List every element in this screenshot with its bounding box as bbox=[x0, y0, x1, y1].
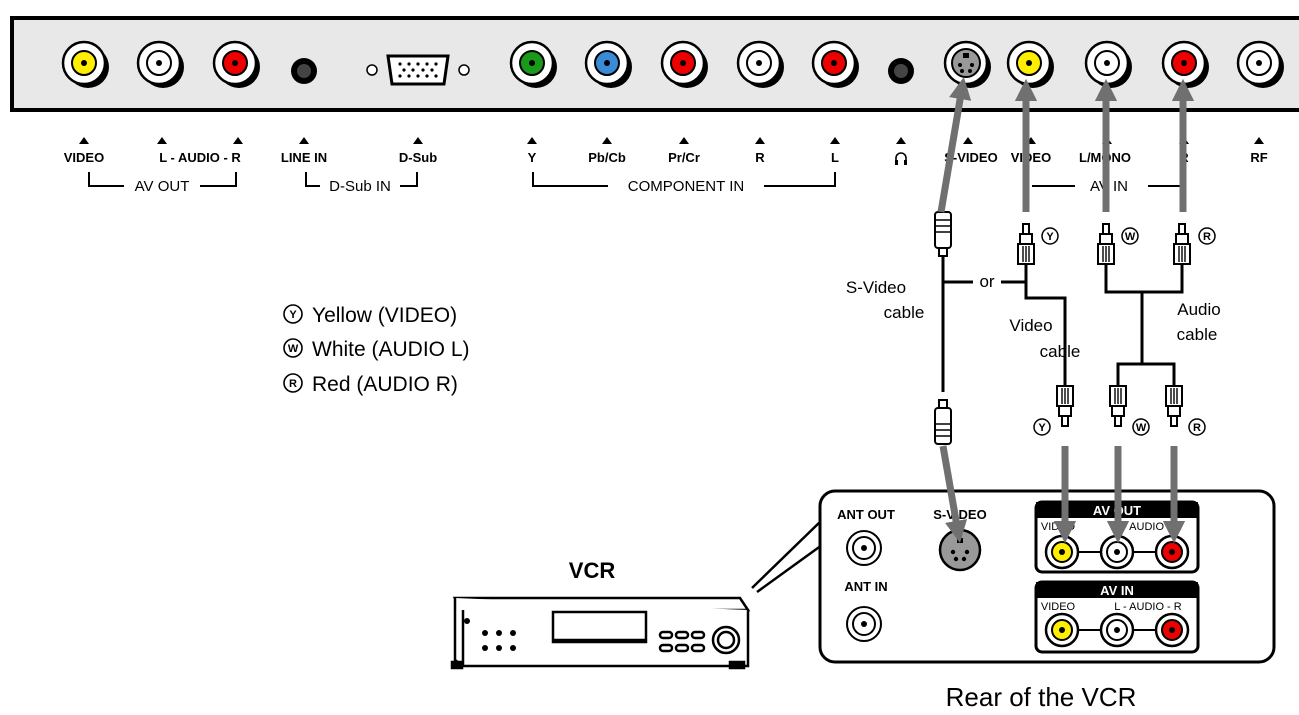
svg-text:W: W bbox=[288, 343, 299, 355]
vcr-jack-av-in-video[interactable] bbox=[1044, 612, 1080, 648]
legend-yellow-marker: Y bbox=[283, 304, 303, 324]
vcr-label-svideo: S-VIDEO bbox=[933, 507, 986, 522]
group-brackets bbox=[88, 172, 1185, 187]
vcr-label-ant-out: ANT OUT bbox=[837, 507, 895, 522]
label-l: L bbox=[831, 150, 839, 165]
or-label: or bbox=[979, 272, 994, 291]
arrow-svideo-to-tv bbox=[937, 76, 972, 213]
svideo-cable-label-1: S-Video bbox=[846, 278, 906, 297]
label-y: Y bbox=[528, 150, 537, 165]
vcr-jack-av-out-video[interactable] bbox=[1044, 534, 1080, 570]
vcr-jack-av-in-audio-l[interactable] bbox=[1099, 612, 1135, 648]
legend-red-marker: R bbox=[283, 373, 303, 393]
vcr-av-in-video: VIDEO bbox=[1041, 601, 1076, 613]
audio-cable-label-2: cable bbox=[1177, 325, 1218, 344]
audio-cable-label-1: Audio bbox=[1177, 300, 1220, 319]
or-label-bg bbox=[973, 271, 1001, 291]
group-dsub-in: D-Sub IN bbox=[329, 178, 391, 195]
tv-rear-panel bbox=[10, 16, 1299, 112]
vcr-jack-av-in-audio-r[interactable] bbox=[1154, 612, 1190, 648]
signal-arrows bbox=[937, 76, 1195, 544]
svideo-plug-top bbox=[934, 211, 952, 257]
group-av-out: AV OUT bbox=[135, 178, 190, 195]
label-rf: RF bbox=[1250, 150, 1267, 165]
jack-component-y[interactable] bbox=[509, 40, 559, 90]
audio-l-plug-top bbox=[1097, 223, 1115, 265]
svg-text:Y: Y bbox=[1038, 422, 1046, 434]
svideo-plug-bottom bbox=[934, 399, 952, 445]
label-video-in: VIDEO bbox=[1011, 150, 1051, 165]
legend-yellow: Yellow (VIDEO) bbox=[312, 304, 457, 327]
svg-text:R: R bbox=[1193, 422, 1201, 434]
jack-component-pbcb[interactable] bbox=[584, 40, 634, 90]
vcr-jack-svideo[interactable] bbox=[938, 528, 982, 572]
cable-wires bbox=[941, 248, 1184, 392]
jack-av-in-audio-r[interactable] bbox=[1161, 40, 1211, 90]
legend-white: White (AUDIO L) bbox=[312, 338, 470, 361]
tv-panel-labels bbox=[79, 137, 1264, 144]
video-plug-top bbox=[1017, 223, 1035, 265]
vcr-av-out-video: VIDEO bbox=[1041, 521, 1076, 533]
audio-r-plug-top bbox=[1173, 223, 1191, 265]
vcr-av-in-audio: L - AUDIO - R bbox=[1114, 601, 1181, 613]
label-prcr: Pr/Cr bbox=[668, 150, 700, 165]
zoom-callout-lines bbox=[751, 519, 823, 594]
jack-av-out-audio-l[interactable] bbox=[136, 40, 186, 90]
group-component-in: COMPONENT IN bbox=[628, 178, 744, 195]
jack-rf[interactable] bbox=[1236, 40, 1286, 90]
vcr-av-in-title: AV IN bbox=[1100, 583, 1134, 598]
legend: Y Yellow (VIDEO) W White (AUDIO L) R Red… bbox=[283, 304, 470, 396]
audio-r-plug-bottom bbox=[1165, 385, 1183, 427]
label-svideo: S-VIDEO bbox=[944, 150, 997, 165]
audio-l-plug-bottom bbox=[1109, 385, 1127, 427]
jack-headphone[interactable] bbox=[888, 58, 914, 84]
label-video: VIDEO bbox=[64, 150, 104, 165]
vcr-label-ant-in: ANT IN bbox=[844, 579, 887, 594]
vcr-unit bbox=[450, 596, 751, 670]
label-r: R bbox=[755, 150, 765, 165]
label-line-in: LINE IN bbox=[281, 150, 327, 165]
video-cable-label-1: Video bbox=[1009, 316, 1052, 335]
legend-white-marker: W bbox=[283, 338, 303, 358]
vcr-jack-ant-out[interactable] bbox=[846, 530, 882, 566]
svg-text:Y: Y bbox=[289, 309, 297, 321]
legend-red: Red (AUDIO R) bbox=[312, 373, 458, 396]
headphone-icon bbox=[895, 152, 907, 165]
svideo-cable-label-2: cable bbox=[884, 303, 925, 322]
label-pbcb: Pb/Cb bbox=[588, 150, 626, 165]
jack-av-out-audio-r[interactable] bbox=[212, 40, 262, 90]
svg-text:W: W bbox=[1136, 422, 1147, 434]
svg-text:W: W bbox=[1125, 231, 1136, 243]
jack-line-in[interactable] bbox=[291, 58, 317, 84]
arrow-svideo-to-vcr bbox=[939, 445, 968, 544]
vcr-jack-av-out-audio-r[interactable] bbox=[1154, 534, 1190, 570]
svg-text:Y: Y bbox=[1046, 231, 1054, 243]
label-dsub: D-Sub bbox=[399, 150, 437, 165]
plug-letter-markers: Y W R Y W R bbox=[1033, 227, 1216, 436]
jack-component-audio-l[interactable] bbox=[811, 40, 861, 90]
dsub-connector[interactable] bbox=[366, 54, 470, 86]
video-cable-label-2: cable bbox=[1040, 342, 1081, 361]
pointer-triangles bbox=[79, 137, 1264, 144]
svg-text:R: R bbox=[1203, 231, 1211, 243]
label-audio-lr: L - AUDIO - R bbox=[159, 150, 241, 165]
vcr-title: VCR bbox=[569, 558, 616, 583]
jack-av-in-audio-l[interactable] bbox=[1084, 40, 1134, 90]
jack-component-audio-r[interactable] bbox=[736, 40, 786, 90]
rear-caption: Rear of the VCR bbox=[946, 682, 1137, 712]
vcr-jack-av-out-audio-l[interactable] bbox=[1099, 534, 1135, 570]
jack-component-prcr[interactable] bbox=[660, 40, 710, 90]
jack-av-in-video[interactable] bbox=[1006, 40, 1056, 90]
svg-text:R: R bbox=[289, 378, 297, 390]
video-plug-bottom bbox=[1056, 385, 1074, 427]
vcr-jack-ant-in[interactable] bbox=[846, 606, 882, 642]
jack-av-out-video[interactable] bbox=[61, 40, 111, 90]
